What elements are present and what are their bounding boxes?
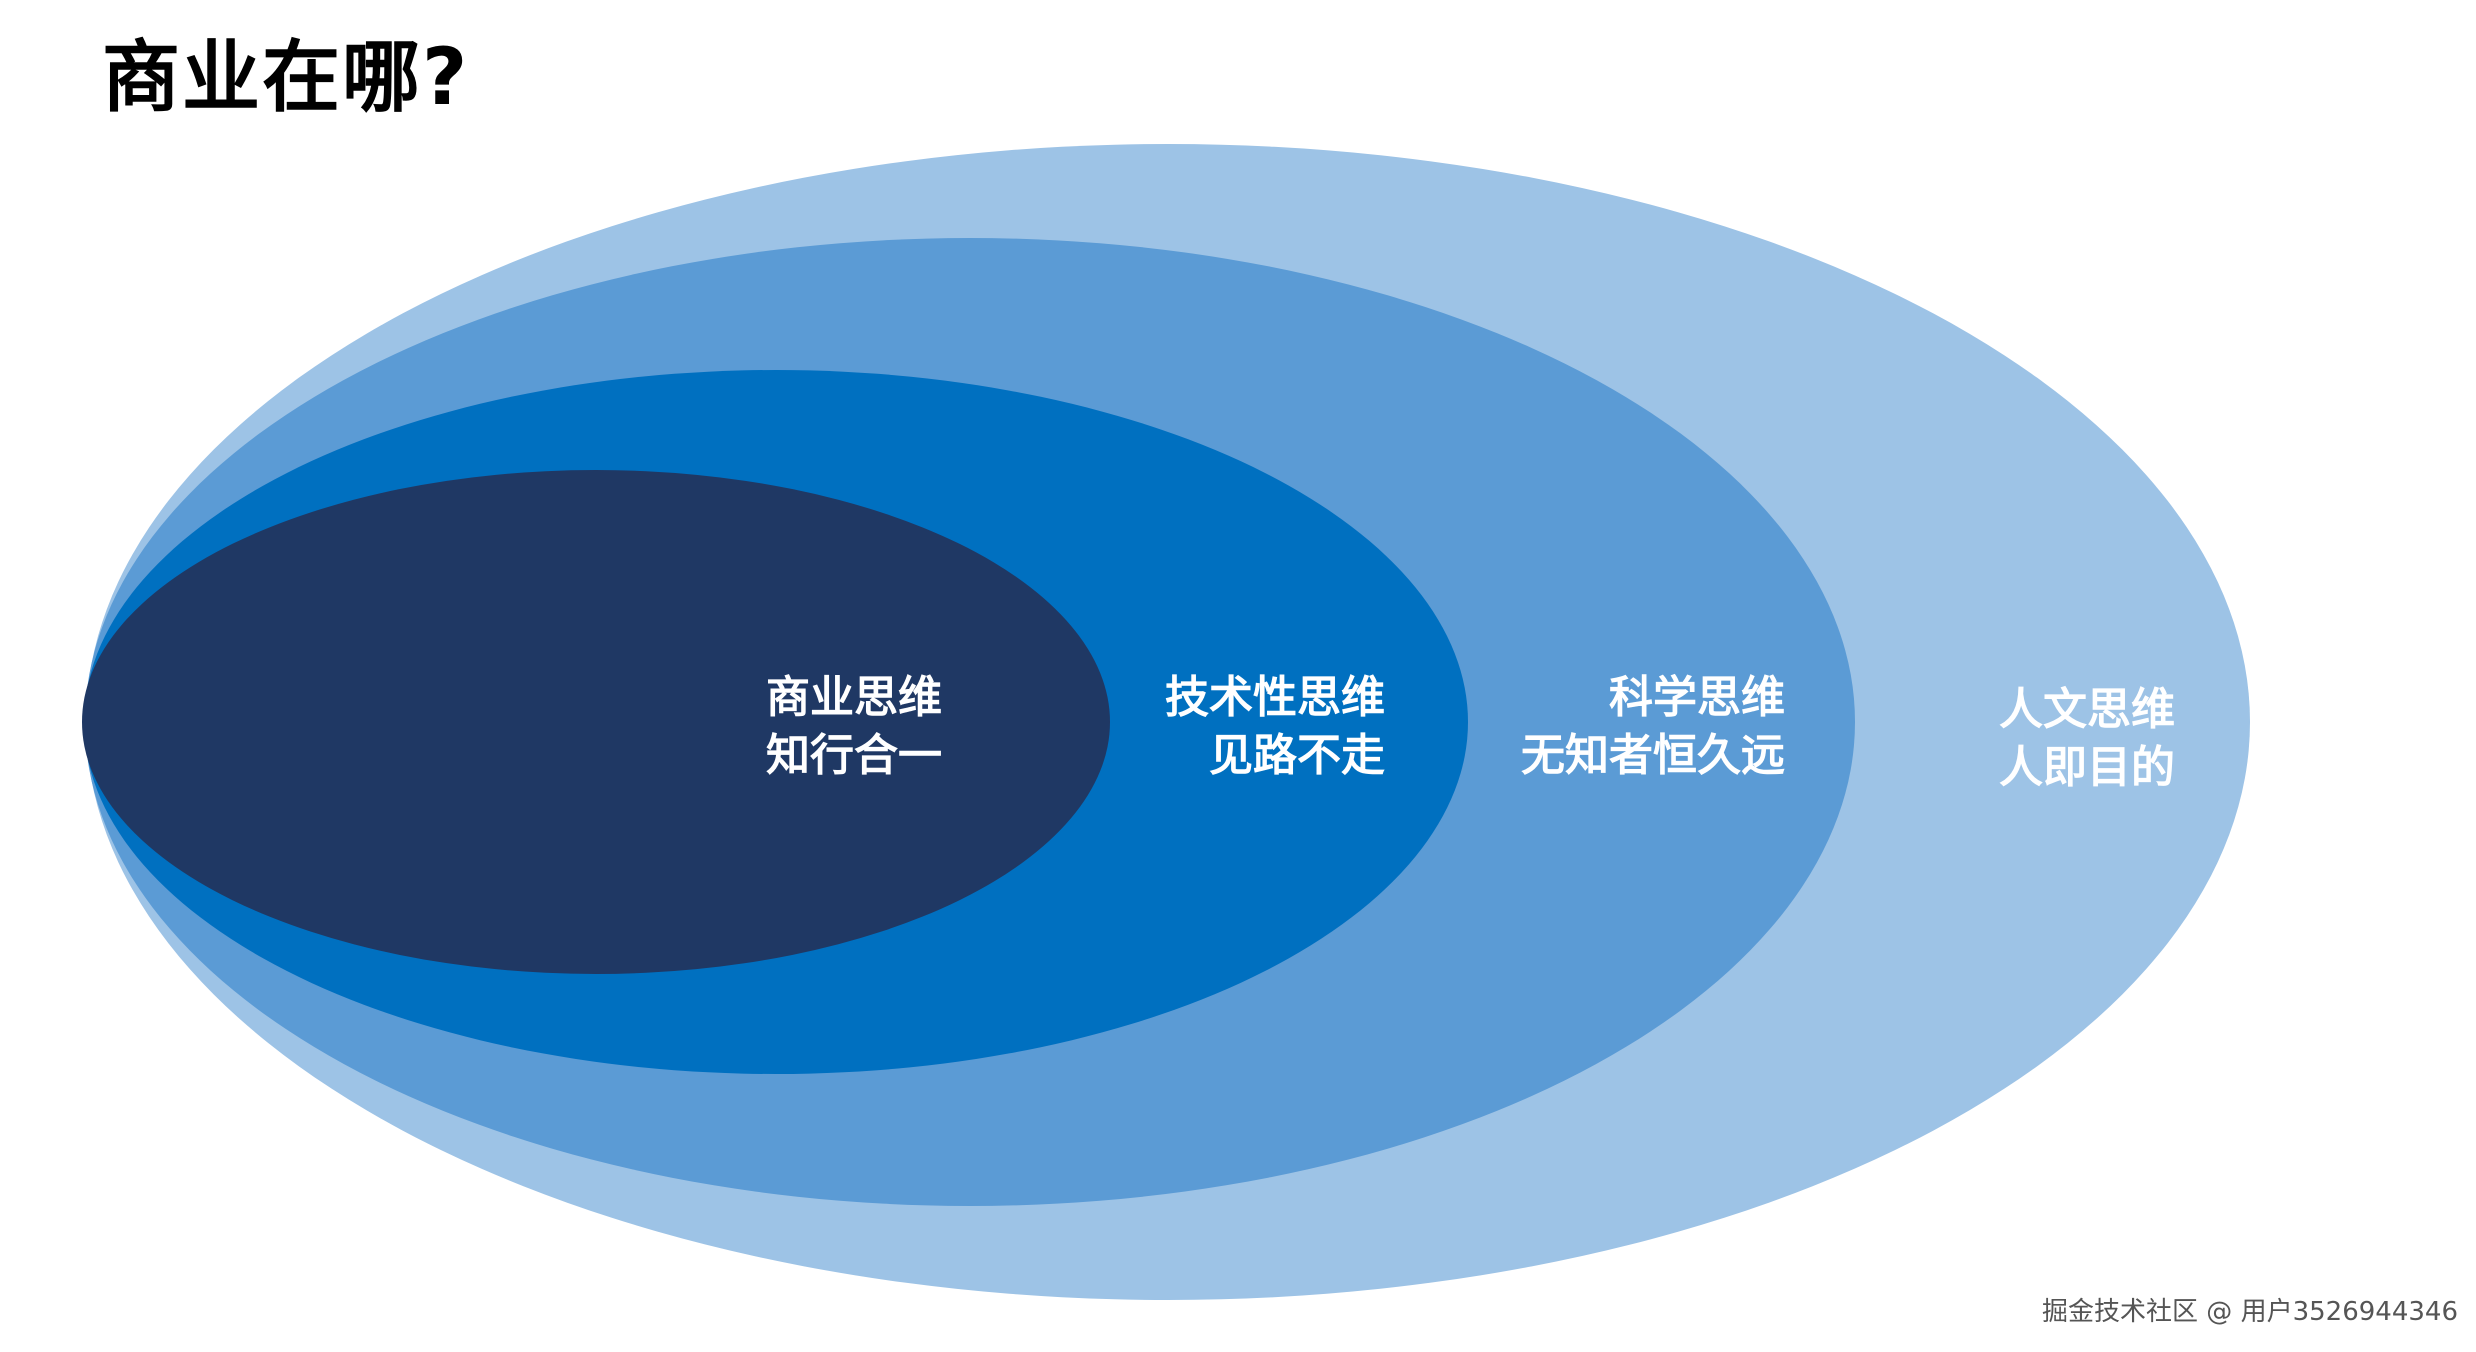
business-motto: 知行合一 <box>766 730 942 781</box>
technology-title: 技术性思维 <box>1165 672 1385 723</box>
label-science: 科学思维 无知者恒久远 <box>1521 672 1785 781</box>
science-motto: 无知者恒久远 <box>1521 730 1785 781</box>
page-title: 商业在哪? <box>102 33 470 123</box>
label-technology: 技术性思维 见路不走 <box>1165 672 1385 781</box>
watermark: 掘金技术社区 @ 用户3526944346 <box>2042 1296 2458 1327</box>
humanities-title: 人文思维 <box>1999 684 2175 735</box>
humanities-motto: 人即目的 <box>1999 742 2175 793</box>
label-business: 商业思维 知行合一 <box>766 672 942 781</box>
technology-motto: 见路不走 <box>1209 730 1385 781</box>
business-title: 商业思维 <box>766 672 942 723</box>
inner-ring-business <box>82 470 1110 974</box>
science-title: 科学思维 <box>1609 672 1785 723</box>
label-humanities: 人文思维 人即目的 <box>1999 684 2175 793</box>
